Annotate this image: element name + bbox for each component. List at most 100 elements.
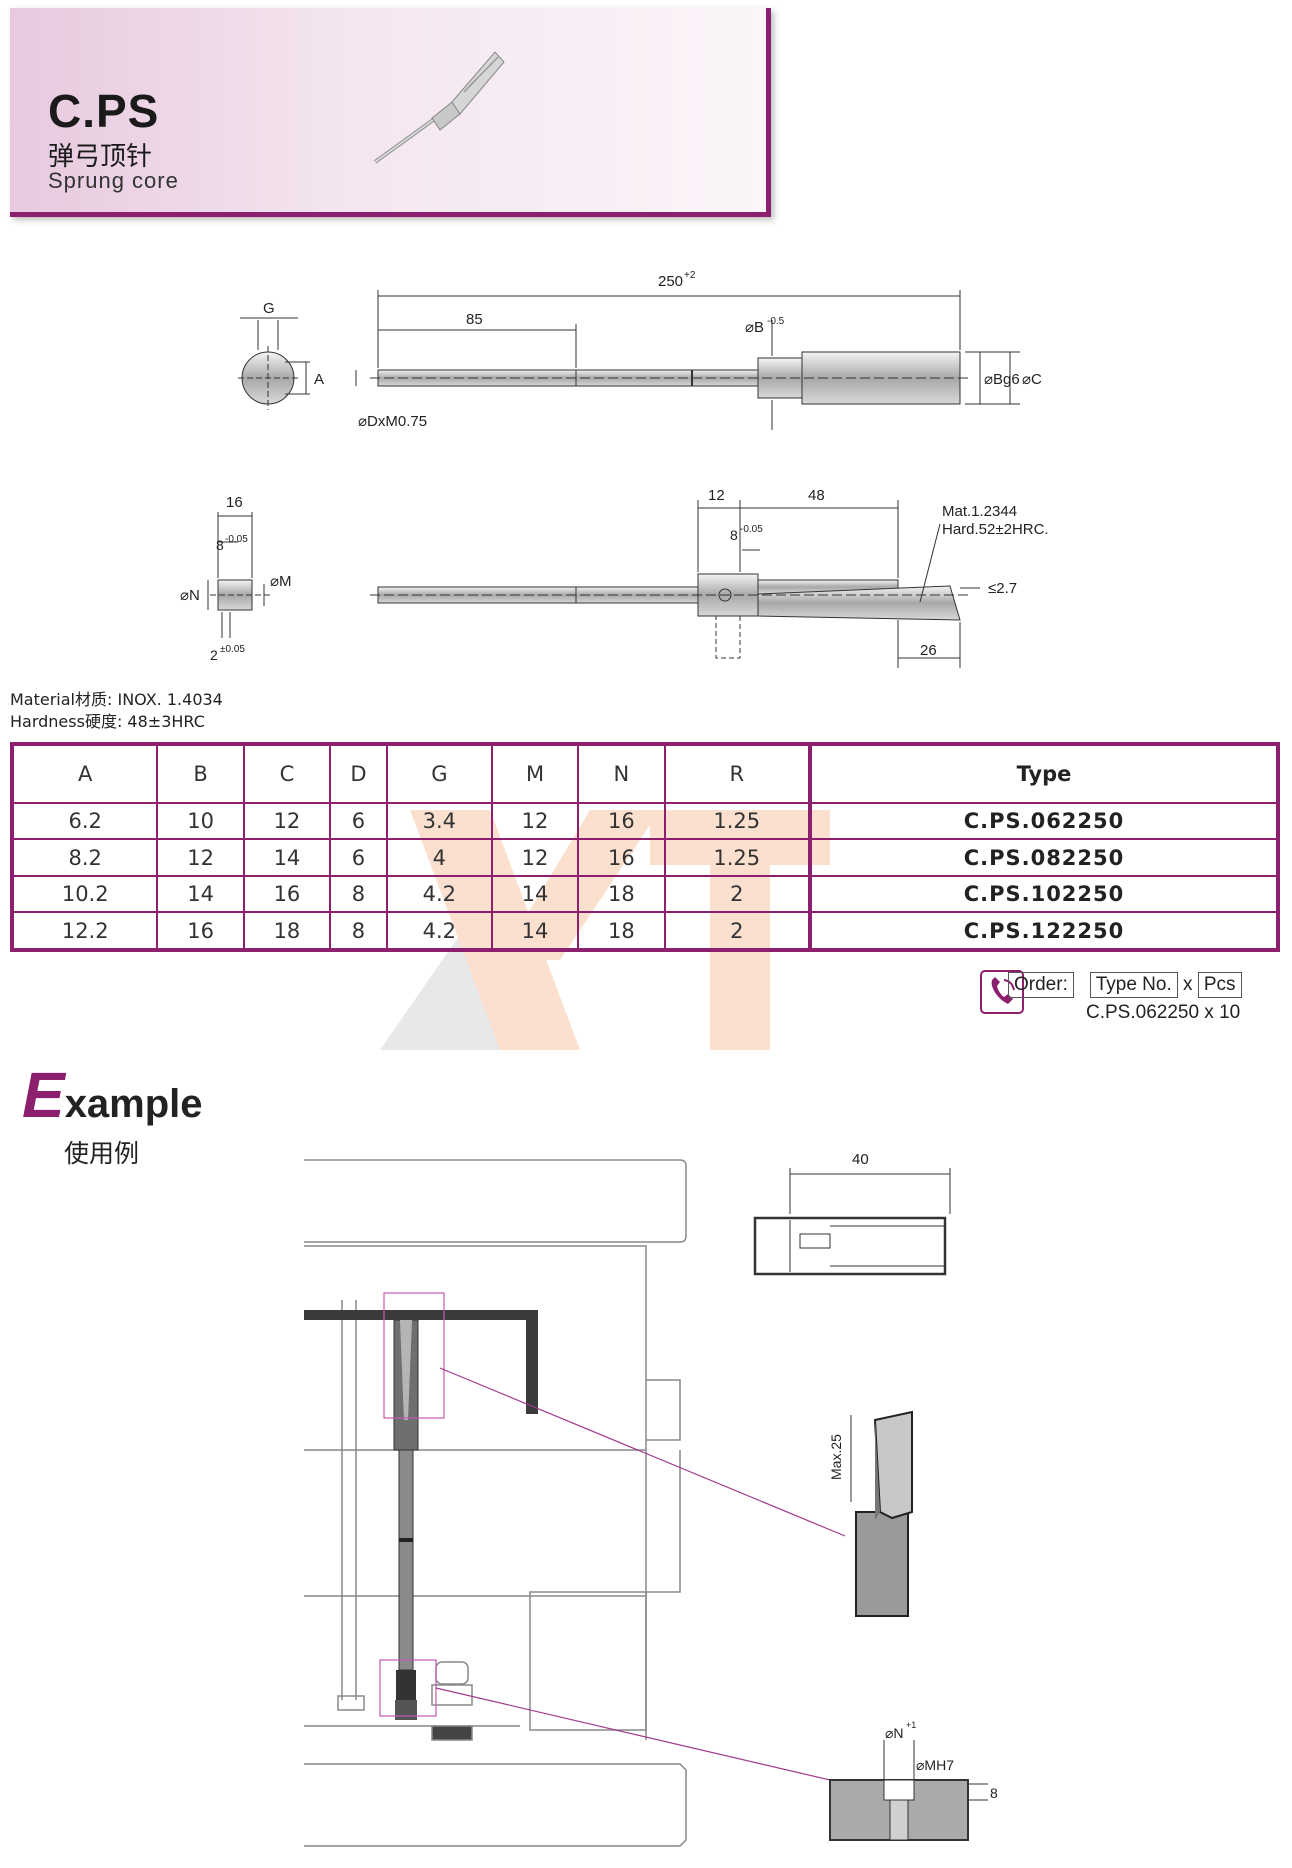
- cell: 4.2: [385, 911, 493, 951]
- dim-dia-bg6: ⌀Bg6: [984, 371, 1020, 388]
- sprung-core-image: [373, 51, 505, 164]
- dim-2: 2: [210, 647, 218, 663]
- cell: 14: [242, 838, 332, 877]
- product-header: [10, 8, 771, 217]
- product-title-cn: 弹弓顶针: [48, 142, 153, 172]
- col-a: A: [10, 743, 159, 804]
- dim-le27: ≤2.7: [988, 580, 1017, 597]
- material-spec: Material材质: INOX. 1.4034: [10, 690, 223, 709]
- dim-a: A: [314, 371, 324, 388]
- dim-8-b-tol: -0.05: [740, 524, 763, 535]
- col-r: R: [663, 743, 811, 804]
- dim-2-tol: ±0.05: [220, 644, 245, 655]
- example-heading: Example: [22, 1058, 203, 1132]
- example-dim-8: 8: [990, 1785, 998, 1801]
- example-letter: E: [22, 1059, 65, 1131]
- dim-dia-b-top-tol: -0.5: [767, 316, 785, 327]
- dim-overall-tol: +2: [684, 270, 696, 281]
- cell: 3.4: [385, 801, 493, 841]
- cell: 1.25: [663, 838, 811, 877]
- col-c: C: [242, 743, 332, 804]
- order-example: C.PS.062250 x 10: [1086, 1002, 1241, 1023]
- cell: 4: [385, 838, 493, 877]
- cell: 2: [663, 874, 811, 914]
- cell: 14: [490, 874, 580, 914]
- order-info: Order: Type No. x Pcs C.PS.062250 x 10: [1008, 972, 1242, 1024]
- col-g: G: [385, 743, 493, 804]
- dim-48: 48: [808, 487, 825, 504]
- cell: 14: [156, 874, 245, 914]
- dim-16: 16: [226, 494, 243, 511]
- order-x: x: [1183, 974, 1193, 995]
- cell: 2: [663, 911, 811, 951]
- dim-dia-c: ⌀C: [1022, 371, 1042, 388]
- col-m: M: [490, 743, 580, 804]
- product-code: C.PS: [48, 85, 160, 137]
- example-dia-n1-tol: +1: [906, 1720, 916, 1730]
- dim-g: G: [263, 300, 275, 317]
- dim-8-05-tol: -0.05: [225, 534, 248, 545]
- dim-dia-n: ⌀N: [180, 587, 200, 604]
- type-code: C.PS.082250: [807, 838, 1280, 877]
- cell: 6: [329, 801, 388, 841]
- cell: 10: [156, 801, 245, 841]
- cell: 12: [156, 838, 245, 877]
- dim-dia-dxm: ⌀DxM0.75: [358, 413, 427, 430]
- type-code: C.PS.122250: [807, 911, 1280, 951]
- example-drawing: 40 Max.25 ⌀N +1 ⌀MH7 8: [304, 1151, 998, 1847]
- order-pcs: Pcs: [1197, 972, 1242, 998]
- material-note: Mat.1.2344: [942, 503, 1017, 520]
- example-dim-40: 40: [852, 1151, 869, 1168]
- example-cn: 使用例: [64, 1139, 140, 1168]
- dim-85: 85: [466, 311, 483, 328]
- dim-dia-m: ⌀M: [270, 573, 292, 590]
- hardness-note: Hard.52±2HRC.: [942, 521, 1049, 538]
- dim-dia-b-top: ⌀B: [745, 319, 764, 336]
- example-rest: xample: [64, 1082, 203, 1126]
- cell: 1.25: [663, 801, 811, 841]
- dim-26: 26: [920, 642, 937, 659]
- cell: 16: [577, 801, 666, 841]
- cell: 12: [490, 801, 580, 841]
- type-code: C.PS.062250: [807, 801, 1280, 841]
- table-header-row: A B C D G M N R Type: [10, 743, 1280, 804]
- example-max25: Max.25: [828, 1434, 844, 1480]
- col-d: D: [329, 743, 388, 804]
- dim-8-b: 8: [730, 527, 738, 543]
- cell: 18: [577, 874, 666, 914]
- cell: 10.2: [10, 874, 159, 914]
- cell: 6.2: [10, 801, 159, 841]
- cell: 16: [242, 874, 332, 914]
- technical-drawing: 250 +2 85 ⌀B -0.5 ⌀Bg6 ⌀C ⌀DxM0.75 G A 1…: [180, 270, 1049, 668]
- cell: 4.2: [385, 874, 493, 914]
- cell: 8: [329, 911, 388, 951]
- cell: 12.2: [10, 911, 159, 951]
- order-label: Order:: [1008, 972, 1074, 998]
- cell: 14: [490, 911, 580, 951]
- cell: 6: [329, 838, 388, 877]
- order-type-no: Type No.: [1089, 972, 1178, 998]
- dim-8-05: 8: [216, 537, 224, 553]
- example-dia-n1: ⌀N: [885, 1725, 904, 1741]
- dim-overall-length: 250: [658, 273, 683, 290]
- cell: 12: [490, 838, 580, 877]
- cell: 8.2: [10, 838, 159, 877]
- cell: 16: [156, 911, 245, 951]
- cell: 18: [577, 911, 666, 951]
- col-n: N: [577, 743, 666, 804]
- phone-icon: [980, 970, 1024, 1014]
- dim-12: 12: [708, 487, 725, 504]
- type-code: C.PS.102250: [807, 874, 1280, 914]
- cell: 8: [329, 874, 388, 914]
- col-type: Type: [807, 743, 1280, 804]
- cell: 12: [242, 801, 332, 841]
- product-title-en: Sprung core: [48, 168, 179, 193]
- example-dia-mh7: ⌀MH7: [916, 1757, 954, 1773]
- cell: 16: [577, 838, 666, 877]
- hardness-spec: Hardness硬度: 48±3HRC: [10, 712, 205, 731]
